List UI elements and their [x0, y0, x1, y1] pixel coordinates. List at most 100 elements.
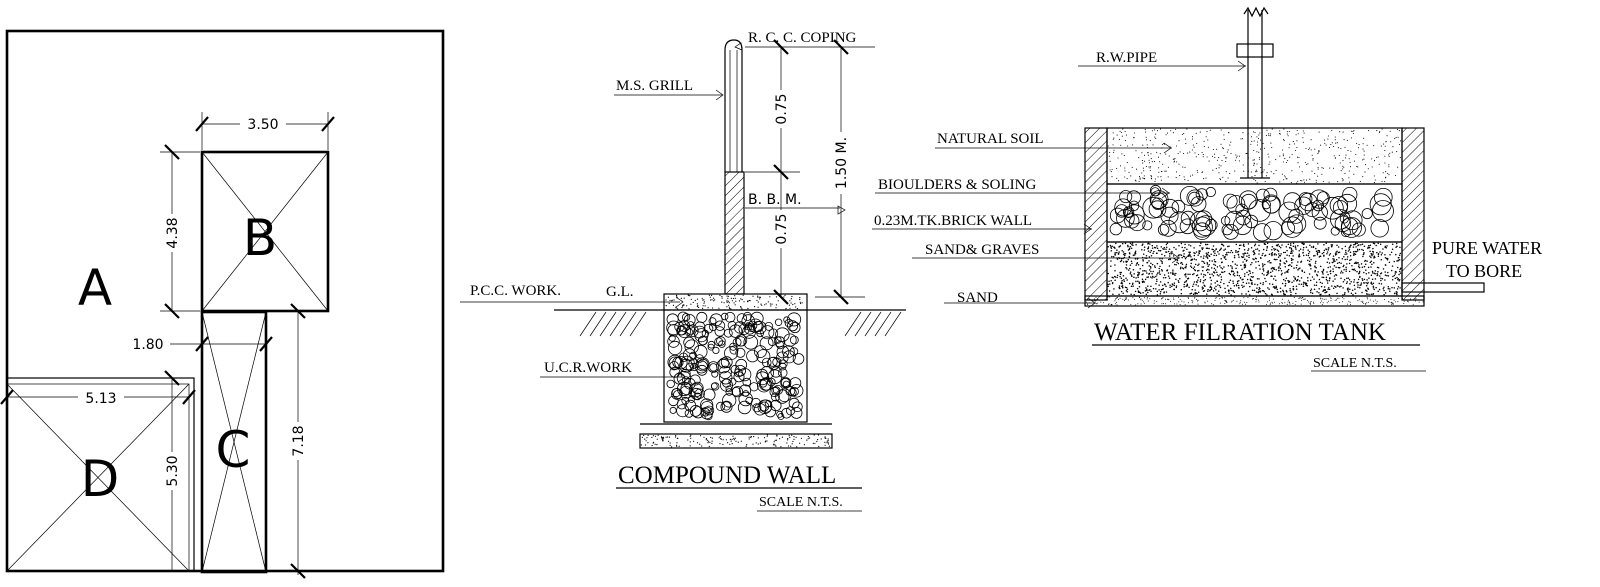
stipple-dot — [1232, 280, 1234, 282]
stipple-dot — [1353, 281, 1355, 283]
stipple-dot — [666, 436, 669, 438]
stipple-dot — [1215, 254, 1218, 257]
rubble-stone — [1361, 208, 1373, 220]
stipple-dot — [1134, 290, 1137, 293]
stipple-dot — [1339, 267, 1341, 269]
stipple-dot — [1229, 173, 1231, 175]
stipple-dot — [1350, 292, 1353, 294]
stipple-dot — [1228, 131, 1230, 134]
stipple-dot — [1244, 252, 1247, 255]
stipple-dot — [1280, 253, 1282, 255]
stipple-dot — [1308, 273, 1311, 275]
stipple-dot — [1375, 302, 1377, 304]
stipple-dot — [1253, 149, 1255, 151]
stipple-dot — [1295, 285, 1298, 288]
stipple-dot — [1268, 283, 1271, 285]
stipple-dot — [1251, 176, 1253, 178]
rubble-stone — [694, 321, 706, 333]
stipple-dot — [1222, 176, 1224, 178]
stipple-dot — [1147, 250, 1150, 252]
stipple-dot — [1189, 273, 1191, 276]
stipple-dot — [1219, 248, 1222, 251]
rubble-stone — [701, 407, 710, 417]
rubble-stone — [764, 405, 777, 418]
stipple-dot — [1211, 248, 1213, 251]
stipple-dot — [1125, 297, 1127, 298]
stipple-dot — [1279, 133, 1281, 135]
stipple-dot — [1209, 286, 1211, 288]
stipple-dot — [1134, 132, 1136, 134]
stipple-dot — [1369, 255, 1371, 257]
stipple-dot — [1301, 180, 1303, 182]
stipple-dot — [1274, 252, 1276, 255]
stipple-dot — [1226, 302, 1228, 304]
stipple-dot — [1356, 165, 1358, 168]
stipple-dot — [1235, 159, 1237, 161]
stipple-dot — [1233, 299, 1234, 301]
stipple-dot — [1253, 244, 1256, 247]
stipple-dot — [1326, 280, 1329, 282]
stipple-dot — [1118, 287, 1121, 290]
rubble-stone — [1370, 219, 1389, 238]
stipple-dot — [1384, 257, 1387, 259]
stipple-dot — [1267, 287, 1269, 289]
stipple-dot — [1183, 152, 1185, 155]
stipple-dot — [1269, 299, 1270, 301]
stipple-dot — [1306, 276, 1309, 279]
stipple-dot — [1223, 249, 1225, 251]
stipple-dot — [1279, 260, 1282, 262]
stipple-dot — [1336, 292, 1338, 295]
stipple-dot — [728, 306, 730, 308]
stipple-dot — [766, 440, 768, 442]
stipple-dot — [1175, 128, 1177, 130]
stipple-dot — [651, 445, 653, 447]
stipple-dot — [1397, 301, 1399, 303]
stipple-dot — [1136, 168, 1138, 170]
stipple-dot — [1258, 301, 1260, 303]
stipple-dot — [1346, 256, 1349, 258]
stipple-dot — [1166, 132, 1169, 134]
stipple-dot — [647, 434, 649, 436]
stipple-dot — [1213, 259, 1216, 261]
stipple-dot — [1247, 297, 1249, 298]
sand-layer — [1084, 295, 1425, 307]
stipple-dot — [1310, 288, 1313, 290]
stipple-dot — [1122, 292, 1124, 295]
stipple-dot — [1247, 243, 1250, 245]
stipple-dot — [1167, 298, 1169, 300]
stipple-dot — [1135, 243, 1137, 246]
stipple-dot — [1168, 248, 1171, 250]
stipple-dot — [1285, 271, 1288, 273]
stipple-dot — [1185, 275, 1187, 278]
site-plan: A B C D 3.50 4.38 1.80 — [0, 29, 445, 579]
stipple-dot — [1198, 269, 1200, 272]
stipple-dot — [1319, 281, 1322, 284]
rubble-stone — [1116, 209, 1135, 228]
stipple-dot — [1142, 292, 1144, 294]
stipple-dot — [1227, 251, 1229, 254]
stipple-dot — [1191, 300, 1193, 301]
stipple-dot — [1128, 267, 1131, 270]
stipple-dot — [1362, 301, 1363, 303]
stipple-dot — [1318, 278, 1321, 281]
stipple-dot — [824, 441, 826, 443]
stipple-dot — [1398, 258, 1401, 261]
stipple-dot — [1281, 298, 1283, 300]
stipple-dot — [1207, 146, 1209, 148]
stipple-dot — [1267, 260, 1269, 263]
stipple-dot — [1315, 260, 1317, 263]
stipple-dot — [1353, 278, 1356, 281]
stipple-dot — [1213, 254, 1215, 257]
stipple-dot — [1266, 172, 1268, 174]
stipple-dot — [1151, 175, 1153, 177]
stipple-dot — [1170, 272, 1172, 274]
stipple-dot — [1234, 170, 1236, 172]
stipple-dot — [1135, 150, 1137, 152]
stipple-dot — [701, 297, 703, 299]
stipple-dot — [1275, 269, 1277, 271]
stipple-dot — [1244, 263, 1246, 266]
stipple-dot — [1354, 253, 1357, 256]
stipple-dot — [1124, 298, 1126, 300]
stipple-dot — [1371, 272, 1374, 274]
stipple-dot — [1302, 281, 1305, 284]
